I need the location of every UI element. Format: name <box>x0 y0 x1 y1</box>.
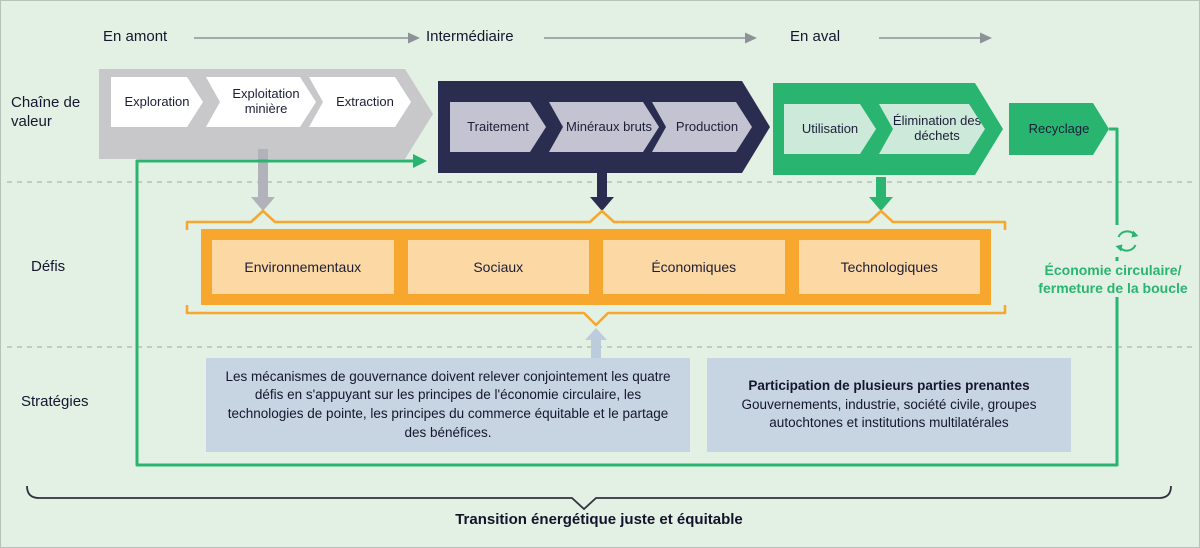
chain-step-label: Production <box>675 118 739 134</box>
strategy-governance-text: Les mécanismes de gouvernance doivent re… <box>225 368 671 440</box>
intermediate-arrowhead-icon <box>745 32 757 44</box>
chain-step-mineraux-bruts: Minéraux bruts <box>549 102 659 152</box>
strategy-participation-box: Participation de plusieurs parties prena… <box>707 358 1071 452</box>
chain-step-exploitation-miniere: Exploitation minière <box>206 77 316 127</box>
chain-step-exploration: Exploration <box>111 77 203 127</box>
circular-arrows-icon <box>1111 225 1143 257</box>
chain-step-label: Exploration <box>124 93 190 109</box>
stage-label-intermediate: Intermédiaire <box>426 28 514 45</box>
chain-step-label: Extraction <box>336 93 394 109</box>
strategy-participation-title: Participation de plusieurs parties prena… <box>748 378 1030 394</box>
challenge-sociaux: Sociaux <box>407 240 589 294</box>
strategy-governance-box: Les mécanismes de gouvernance doivent re… <box>206 358 690 452</box>
circular-economy-loop-arrowhead <box>413 154 427 168</box>
footer-label: Transition énergétique juste et équitabl… <box>455 511 743 528</box>
stage-timeline-arrows <box>194 32 992 44</box>
chain-step-label: Utilisation <box>801 120 859 136</box>
chain-step-recyclage: Recyclage <box>1009 103 1109 155</box>
row-label-value-chain: Chaîne de valeur <box>11 94 81 130</box>
downstream-down-arrow <box>869 177 893 211</box>
footer-brace <box>26 485 1172 511</box>
chain-step-label: Élimination des déchets <box>892 113 982 143</box>
chain-step-traitement: Traitement <box>450 102 546 152</box>
row-label-strategies: Stratégies <box>21 393 89 410</box>
chain-step-label: Recyclage <box>1028 120 1090 136</box>
chain-step-utilisation: Utilisation <box>784 104 876 154</box>
chain-step-extraction: Extraction <box>309 77 411 127</box>
circular-economy-caption: Économie circulaire/ fermeture de la bou… <box>1029 261 1197 298</box>
chain-step-production: Production <box>652 102 752 152</box>
challenge-environnementaux: Environnementaux <box>212 240 394 294</box>
challenges-bottom-bracket <box>185 305 1007 327</box>
challenge-economiques: Économiques <box>603 240 785 294</box>
challenge-technologiques: Technologiques <box>798 240 980 294</box>
row-label-challenges: Défis <box>31 258 66 275</box>
upstream-arrowhead-icon <box>408 32 420 44</box>
chain-step-label: Traitement <box>467 118 529 134</box>
strategy-participation-body: Gouvernements, industrie, société civile… <box>741 396 1037 431</box>
circular-arrows-icon-svg <box>1115 230 1139 252</box>
strategies-up-arrow <box>585 328 607 358</box>
circular-economy-caption-line2: fermeture de la boucle <box>1038 280 1188 297</box>
chain-step-label: Exploitation minière <box>232 86 300 116</box>
chain-step-elimination-dechets: Élimination des déchets <box>879 104 985 154</box>
downstream-arrowhead-icon <box>980 32 992 44</box>
chain-step-label: Minéraux bruts <box>566 118 652 134</box>
challenges-box: Environnementaux Sociaux Économiques Tec… <box>201 229 991 305</box>
intermediate-down-arrow <box>590 169 614 211</box>
challenges-top-bracket <box>185 209 1007 230</box>
stage-label-upstream: En amont <box>103 28 168 45</box>
stage-label-downstream: En aval <box>790 28 841 45</box>
circular-economy-caption-line1: Économie circulaire/ <box>1044 262 1182 278</box>
